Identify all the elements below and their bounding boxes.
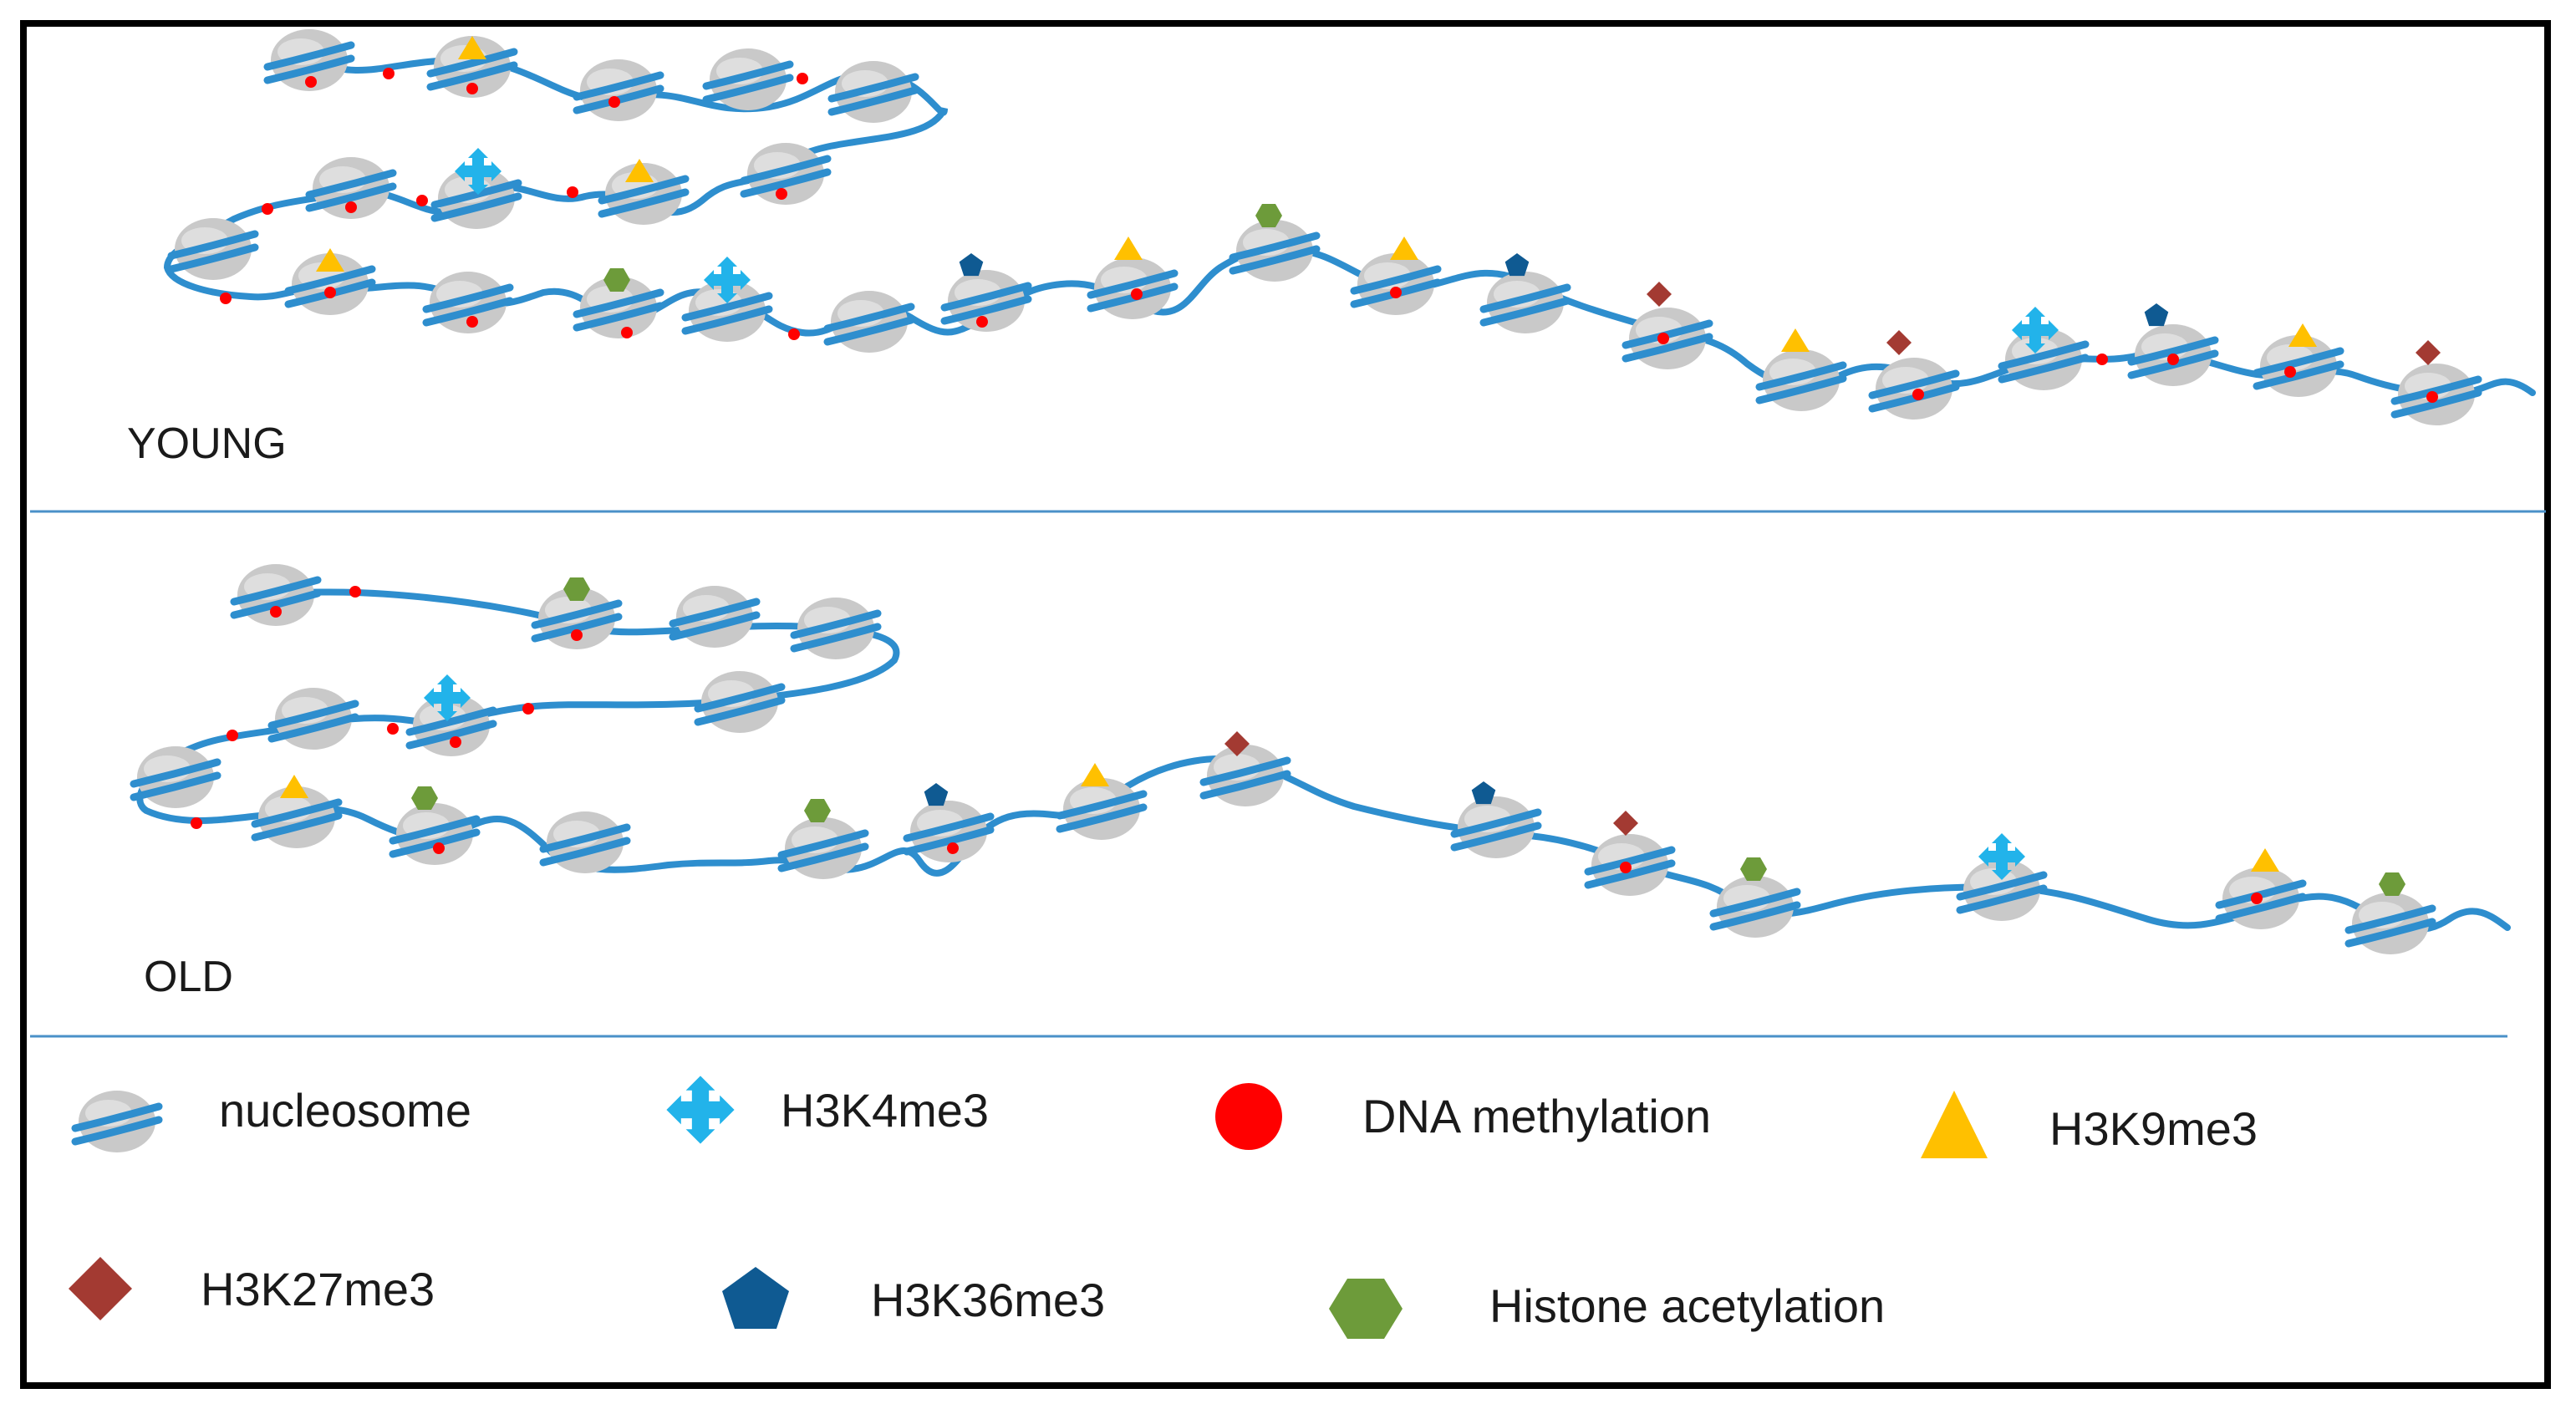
h3k9me3-mark <box>1114 237 1143 260</box>
legend-dna-methylation-icon <box>1215 1083 1282 1150</box>
old-dna-methylation-marks <box>191 586 2263 904</box>
h3k27me3-mark <box>1613 811 1638 836</box>
legend-nucleosome-label: nucleosome <box>219 1084 471 1137</box>
nucleosome <box>2349 893 2432 954</box>
legend-h3k4me3-icon <box>666 1076 735 1144</box>
h3k27me3-mark <box>1647 282 1672 307</box>
legend-h3k9me3-label: H3K9me3 <box>2049 1102 2258 1155</box>
young-panel: YOUNG <box>127 29 2536 468</box>
legend: nucleosome H3K4me3 DNA methylation H3K9m… <box>69 1076 2258 1339</box>
legend-h3k4me3-label: H3K4me3 <box>781 1084 989 1137</box>
nucleosome <box>1759 349 1843 411</box>
nucleosome <box>134 746 217 808</box>
figure-frame <box>20 20 2551 1389</box>
h3k9me3-mark <box>2288 323 2317 347</box>
young-dna-methylation-marks <box>220 68 2438 403</box>
nucleosome <box>1713 876 1797 938</box>
nucleosome <box>171 218 255 280</box>
h3k9me3-mark <box>2251 848 2279 872</box>
legend-h3k36me3-icon <box>722 1267 789 1329</box>
nucleosome <box>1454 796 1538 858</box>
h3k27me3-mark <box>1886 330 1912 355</box>
legend-h3k27me3-label: H3K27me3 <box>201 1263 435 1315</box>
nucleosome <box>272 688 355 750</box>
nucleosome <box>1233 220 1316 282</box>
legend-histone-acetylation-label: Histone acetylation <box>1489 1279 1885 1332</box>
young-label: YOUNG <box>127 420 287 468</box>
h3k9me3-mark <box>1081 763 1109 786</box>
h3k36me3-mark <box>959 253 984 277</box>
nucleosome <box>706 48 790 110</box>
nucleosome <box>698 671 781 733</box>
legend-h3k9me3-icon <box>1921 1091 1988 1158</box>
legend-dna-methylation-label: DNA methylation <box>1362 1090 1711 1142</box>
nucleosome <box>827 291 911 353</box>
nucleosome <box>907 801 990 862</box>
nucleosome <box>1354 253 1438 315</box>
legend-nucleosome-icon <box>75 1091 159 1152</box>
legend-histone-acetylation-icon <box>1329 1279 1403 1339</box>
h3k36me3-mark <box>1471 781 1496 805</box>
nucleosome <box>393 803 476 865</box>
h3k36me3-mark <box>924 783 949 806</box>
h3k9me3-mark <box>1781 328 1810 352</box>
h3k36me3-mark <box>1504 253 1530 277</box>
h3k9me3-mark <box>280 775 308 798</box>
legend-h3k27me3-icon <box>69 1257 132 1320</box>
nucleosome <box>2002 328 2085 390</box>
old-dna-strand <box>136 588 2511 933</box>
nucleosome <box>673 586 756 648</box>
nucleosome <box>577 59 660 121</box>
histone-acetylation-mark <box>2379 872 2405 896</box>
h3k27me3-mark <box>2416 340 2441 365</box>
nucleosome <box>794 598 878 659</box>
nucleosome <box>543 811 627 873</box>
h3k36me3-mark <box>2144 303 2169 327</box>
legend-h3k36me3-label: H3K36me3 <box>871 1274 1105 1326</box>
old-panel: OLD <box>134 564 2511 1001</box>
nucleosome <box>832 61 915 123</box>
h3k9me3-mark <box>1390 237 1418 260</box>
nucleosome <box>1484 272 1567 333</box>
old-label: OLD <box>144 953 233 1001</box>
nucleosome <box>1204 745 1287 806</box>
